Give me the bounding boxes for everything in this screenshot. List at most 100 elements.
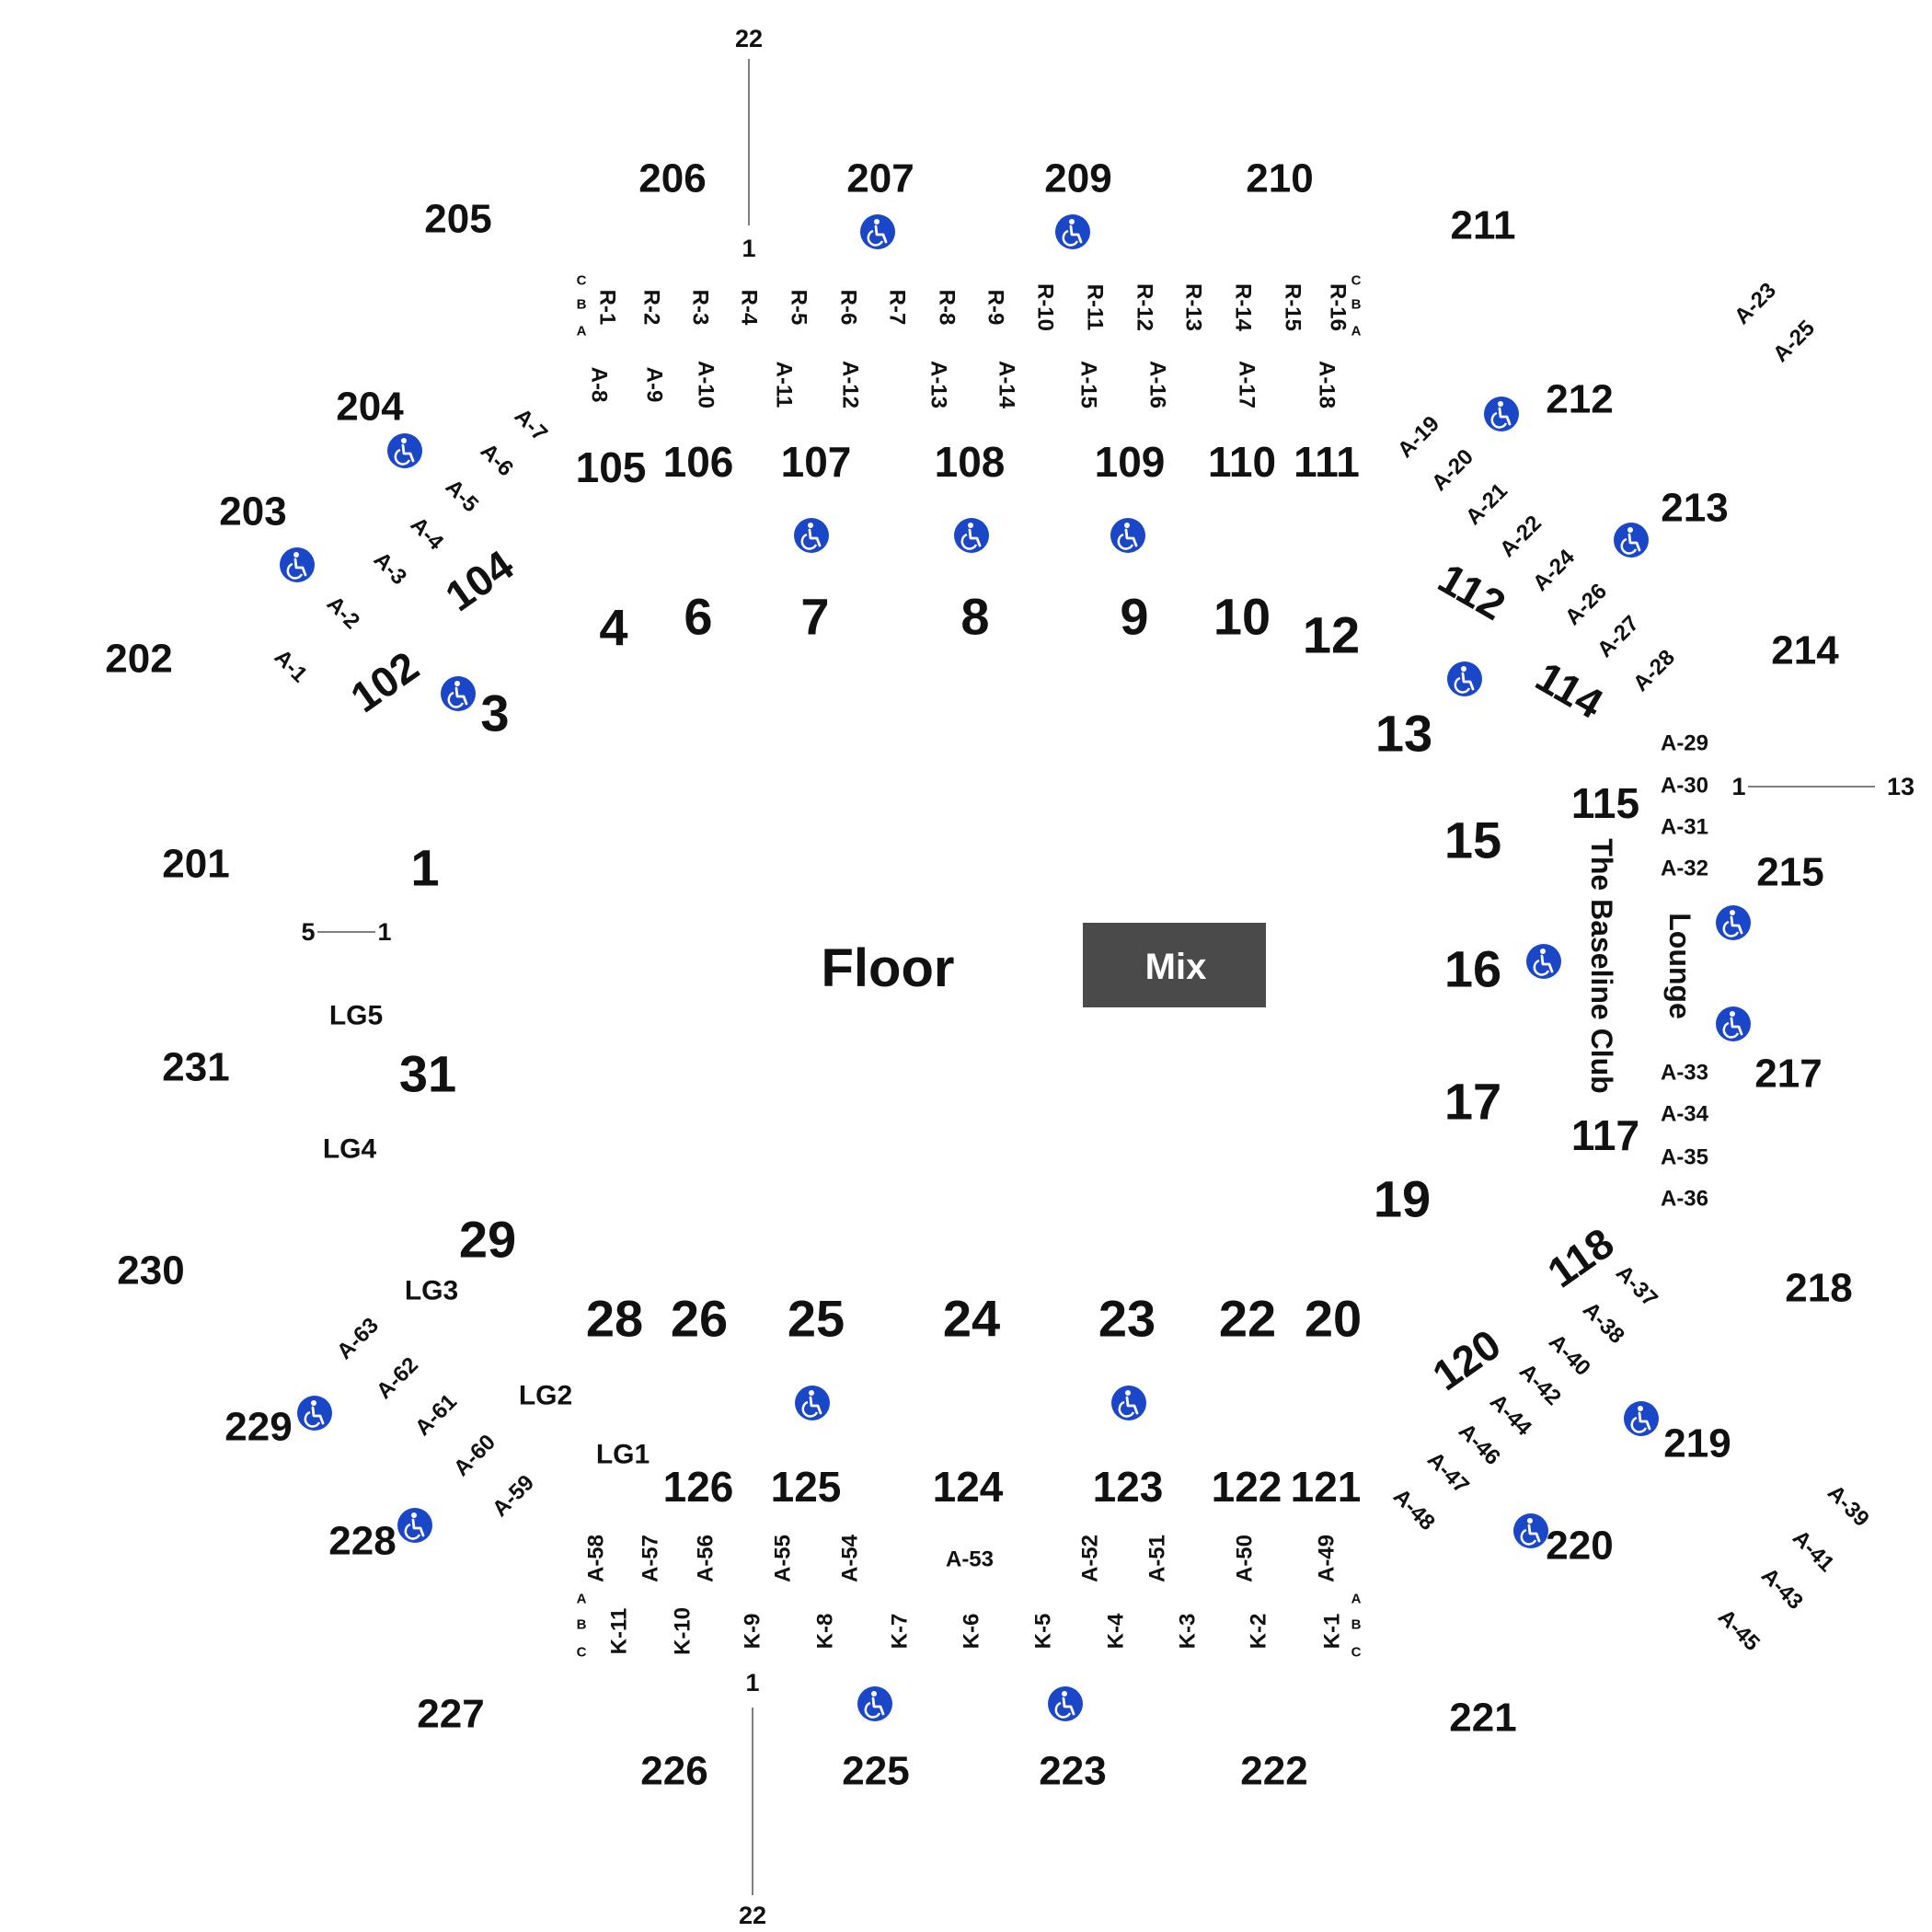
section-104[interactable]: 104 bbox=[437, 540, 523, 620]
box-A-33[interactable]: A-33 bbox=[1661, 1061, 1708, 1086]
seat-number-right-1[interactable]: 1 bbox=[1731, 773, 1745, 800]
box-R-2[interactable]: R-2 bbox=[639, 290, 664, 326]
box-A-54[interactable]: A-54 bbox=[838, 1534, 863, 1582]
row-label-a[interactable]: A bbox=[577, 1592, 587, 1607]
box-A-3[interactable]: A-3 bbox=[369, 547, 411, 590]
box-K-6[interactable]: K-6 bbox=[960, 1614, 984, 1650]
section-221[interactable]: 221 bbox=[1449, 1696, 1516, 1741]
section-114[interactable]: 114 bbox=[1528, 652, 1612, 728]
section-230[interactable]: 230 bbox=[117, 1248, 184, 1294]
lodge-LG1[interactable]: LG1 bbox=[596, 1440, 650, 1470]
section-211[interactable]: 211 bbox=[1451, 203, 1516, 248]
section-231[interactable]: 231 bbox=[162, 1045, 229, 1090]
row-label-a[interactable]: A bbox=[1351, 1592, 1362, 1607]
box-R-4[interactable]: R-4 bbox=[737, 290, 762, 326]
floor-section-8[interactable]: 8 bbox=[960, 588, 989, 646]
section-218[interactable]: 218 bbox=[1785, 1266, 1852, 1311]
box-R-10[interactable]: R-10 bbox=[1033, 283, 1058, 331]
section-223[interactable]: 223 bbox=[1039, 1749, 1106, 1794]
floor-section-16[interactable]: 16 bbox=[1444, 940, 1501, 998]
section-226[interactable]: 226 bbox=[640, 1749, 707, 1794]
floor-section-22[interactable]: 22 bbox=[1219, 1290, 1276, 1348]
box-A-41[interactable]: A-41 bbox=[1788, 1525, 1839, 1577]
box-A-14[interactable]: A-14 bbox=[995, 361, 1019, 409]
box-A-62[interactable]: A-62 bbox=[372, 1352, 423, 1404]
box-A-6[interactable]: A-6 bbox=[476, 439, 518, 481]
box-A-25[interactable]: A-25 bbox=[1768, 316, 1820, 367]
floor-section-4[interactable]: 4 bbox=[599, 599, 627, 657]
box-K-9[interactable]: K-9 bbox=[741, 1614, 765, 1650]
box-A-60[interactable]: A-60 bbox=[449, 1430, 500, 1481]
section-214[interactable]: 214 bbox=[1771, 628, 1839, 673]
seat-number-left-5[interactable]: 5 bbox=[301, 918, 315, 946]
box-A-59[interactable]: A-59 bbox=[488, 1470, 539, 1522]
box-A-13[interactable]: A-13 bbox=[926, 361, 951, 408]
section-209[interactable]: 209 bbox=[1044, 156, 1111, 201]
row-label-b[interactable]: B bbox=[1351, 297, 1362, 313]
box-A-10[interactable]: A-10 bbox=[694, 361, 719, 408]
box-A-5[interactable]: A-5 bbox=[441, 475, 483, 517]
box-A-18[interactable]: A-18 bbox=[1315, 361, 1340, 408]
section-108[interactable]: 108 bbox=[935, 438, 1006, 486]
box-A-55[interactable]: A-55 bbox=[771, 1535, 796, 1582]
seat-number-right-13[interactable]: 13 bbox=[1887, 773, 1915, 800]
box-A-29[interactable]: A-29 bbox=[1661, 731, 1708, 756]
seat-number-top-22[interactable]: 22 bbox=[735, 25, 763, 52]
floor-section-29[interactable]: 29 bbox=[459, 1211, 516, 1269]
row-label-b[interactable]: B bbox=[1351, 1617, 1362, 1633]
floor-section-26[interactable]: 26 bbox=[671, 1290, 728, 1348]
section-228[interactable]: 228 bbox=[328, 1519, 396, 1564]
floor-section-12[interactable]: 12 bbox=[1303, 606, 1360, 664]
section-212[interactable]: 212 bbox=[1546, 377, 1613, 422]
box-A-17[interactable]: A-17 bbox=[1235, 361, 1259, 408]
section-222[interactable]: 222 bbox=[1240, 1749, 1307, 1794]
section-107[interactable]: 107 bbox=[781, 438, 852, 486]
box-R-6[interactable]: R-6 bbox=[836, 290, 861, 326]
section-201[interactable]: 201 bbox=[162, 842, 229, 887]
section-122[interactable]: 122 bbox=[1212, 1463, 1282, 1511]
box-R-3[interactable]: R-3 bbox=[688, 290, 713, 326]
floor-section-28[interactable]: 28 bbox=[586, 1290, 643, 1348]
section-120[interactable]: 120 bbox=[1424, 1320, 1510, 1400]
box-A-11[interactable]: A-11 bbox=[772, 362, 797, 408]
section-111[interactable]: 111 bbox=[1294, 438, 1360, 486]
box-A-50[interactable]: A-50 bbox=[1233, 1535, 1258, 1582]
seat-number-left-1[interactable]: 1 bbox=[377, 918, 391, 946]
box-R-16[interactable]: R-16 bbox=[1326, 283, 1351, 331]
box-A-20[interactable]: A-20 bbox=[1427, 444, 1478, 496]
floor-section-13[interactable]: 13 bbox=[1375, 705, 1432, 763]
box-A-15[interactable]: A-15 bbox=[1076, 361, 1101, 408]
box-A-51[interactable]: A-51 bbox=[1145, 1535, 1170, 1582]
box-A-40[interactable]: A-40 bbox=[1544, 1329, 1595, 1381]
section-229[interactable]: 229 bbox=[224, 1405, 292, 1450]
box-K-4[interactable]: K-4 bbox=[1104, 1613, 1129, 1649]
floor-section-3[interactable]: 3 bbox=[480, 684, 509, 742]
floor-section-6[interactable]: 6 bbox=[684, 588, 712, 646]
floor-section-20[interactable]: 20 bbox=[1305, 1290, 1362, 1348]
seat-number-bottom-22[interactable]: 22 bbox=[739, 1902, 766, 1929]
floor-section-7[interactable]: 7 bbox=[800, 588, 829, 646]
section-121[interactable]: 121 bbox=[1291, 1463, 1362, 1511]
box-A-53[interactable]: A-53 bbox=[946, 1547, 994, 1572]
box-A-52[interactable]: A-52 bbox=[1078, 1535, 1103, 1582]
box-A-45[interactable]: A-45 bbox=[1713, 1604, 1765, 1656]
box-A-23[interactable]: A-23 bbox=[1730, 278, 1781, 329]
box-K-1[interactable]: K-1 bbox=[1320, 1614, 1345, 1650]
box-A-2[interactable]: A-2 bbox=[322, 592, 364, 634]
box-R-5[interactable]: R-5 bbox=[787, 290, 811, 326]
box-K-7[interactable]: K-7 bbox=[888, 1614, 913, 1650]
box-K-2[interactable]: K-2 bbox=[1247, 1614, 1271, 1650]
floor-section-23[interactable]: 23 bbox=[1098, 1290, 1156, 1348]
floor-section-1[interactable]: 1 bbox=[410, 839, 439, 897]
floor-section-15[interactable]: 15 bbox=[1444, 811, 1501, 869]
box-A-49[interactable]: A-49 bbox=[1315, 1535, 1340, 1582]
box-A-61[interactable]: A-61 bbox=[410, 1389, 462, 1441]
box-K-10[interactable]: K-10 bbox=[671, 1607, 696, 1655]
section-126[interactable]: 126 bbox=[663, 1463, 734, 1511]
section-220[interactable]: 220 bbox=[1546, 1524, 1613, 1569]
box-A-27[interactable]: A-27 bbox=[1593, 611, 1644, 662]
box-A-32[interactable]: A-32 bbox=[1661, 857, 1708, 881]
section-205[interactable]: 205 bbox=[424, 197, 491, 242]
box-R-15[interactable]: R-15 bbox=[1281, 283, 1305, 331]
section-102[interactable]: 102 bbox=[342, 642, 428, 722]
